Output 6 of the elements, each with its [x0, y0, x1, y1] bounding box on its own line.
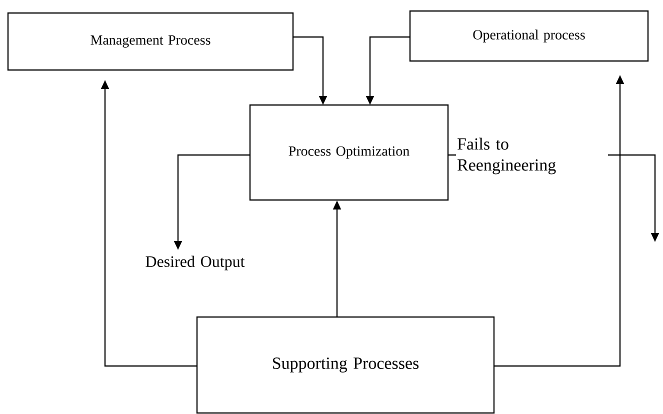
process-box: Management Process: [7, 12, 294, 71]
process-box: Supporting Processes: [196, 316, 495, 414]
process-box: Process Optimization: [249, 104, 449, 201]
process-box: Operational process: [409, 10, 649, 62]
output-text: Desired Output: [146, 256, 245, 270]
edge-label: Fails to Reengineering: [456, 136, 608, 176]
